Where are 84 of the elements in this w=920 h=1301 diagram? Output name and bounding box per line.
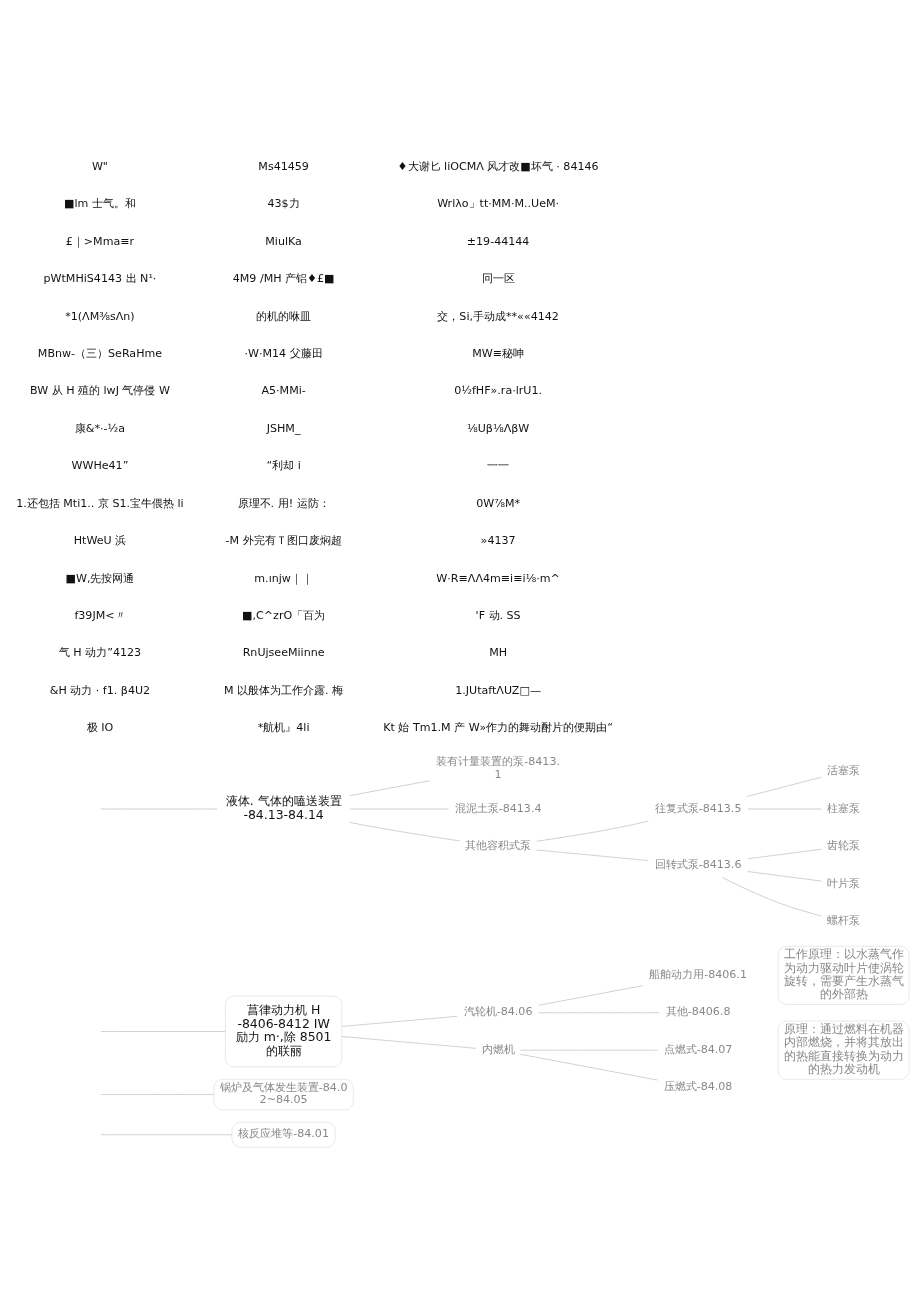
label: ·W·M14 父藤田 bbox=[244, 346, 323, 360]
label: 极 IO bbox=[86, 720, 114, 734]
label: -M 外完有Ｔ图口废焖超 bbox=[225, 533, 342, 547]
node-text: 往复式泵-8413.5 bbox=[654, 801, 742, 815]
label: MiulKa bbox=[265, 234, 302, 248]
label: 4M9 /MH 产铝♦£■ bbox=[232, 271, 335, 285]
label: ■lm 士气。和 bbox=[64, 196, 136, 210]
label: 气 H 动力”4123 bbox=[58, 645, 142, 659]
label: Wrlλo」tt·MM·M..UeM· bbox=[437, 196, 560, 210]
label: 康&*·-½a bbox=[74, 421, 126, 435]
label: W·R≡ΛΛ4m≡i≡i⅛·m^ bbox=[436, 571, 560, 585]
node-text: 压燃式-84.08 bbox=[663, 1079, 733, 1093]
label: m.ınjw｜｜ bbox=[254, 571, 313, 585]
connector bbox=[100, 1133, 233, 1135]
connector bbox=[349, 821, 460, 841]
label: A5·MMi- bbox=[261, 383, 306, 397]
node-box: 核反应堆等-84.01 bbox=[231, 1121, 336, 1148]
connector bbox=[536, 849, 649, 861]
label: MW≡秘呻 bbox=[472, 346, 525, 360]
node-box: 菖律动力机 H -8406-8412 IW 励力 m·,除 8501 的联丽 bbox=[225, 995, 343, 1067]
label: Ms41459 bbox=[258, 159, 309, 173]
label: pWtMHiS4143 出 N¹· bbox=[43, 271, 157, 285]
label: ■W,先按网通 bbox=[65, 571, 135, 585]
label: 原理不. 用! 运防： bbox=[237, 496, 330, 510]
connector bbox=[100, 1030, 226, 1032]
label: WWHe41” bbox=[71, 458, 129, 472]
connector bbox=[349, 779, 431, 796]
node-text: 装有计量装置的泵-8413.1 bbox=[436, 754, 560, 781]
label: 0W⅞M* bbox=[476, 496, 521, 510]
label: 交，Si,手动成**««4142 bbox=[437, 309, 559, 323]
node-text: 液体. 气体的嗑送装置 -84.13-84.14 bbox=[225, 792, 342, 822]
label: 的机的咻皿 bbox=[256, 309, 312, 323]
label: *航机』4li bbox=[257, 720, 310, 734]
label: »4137 bbox=[480, 533, 516, 547]
label: ⅛Uβ⅛ΛβW bbox=[466, 421, 530, 435]
connector bbox=[100, 1093, 215, 1095]
node-text: 汽轮机-84.06 bbox=[463, 1004, 533, 1018]
connector bbox=[538, 1011, 660, 1013]
node-text: 其他-8406.8 bbox=[665, 1004, 731, 1018]
label: 0½fHF».ra·lrU1. bbox=[454, 383, 543, 397]
connector bbox=[746, 776, 822, 797]
label: M 以般体为工作介露. 梅 bbox=[224, 683, 344, 697]
label: RnUjseeMiinne bbox=[242, 645, 325, 659]
label: f39JM<〃 bbox=[74, 608, 126, 622]
connector bbox=[747, 848, 822, 859]
node-text: 齿轮泵 bbox=[827, 838, 861, 852]
label: £｜>Mma≡r bbox=[65, 234, 135, 248]
label: MH bbox=[489, 645, 508, 659]
connector bbox=[747, 870, 822, 881]
label: 1.JUtaftΛUZ□— bbox=[455, 683, 541, 697]
label: 43$力 bbox=[267, 196, 300, 210]
label: “利却 i bbox=[266, 458, 301, 472]
node-text: 内燃机 bbox=[481, 1042, 515, 1056]
connector bbox=[538, 984, 644, 1006]
node-text: 螺杆泵 bbox=[827, 913, 861, 927]
node-text: 其他容积式泵 bbox=[465, 838, 532, 852]
label: JSHM_ bbox=[266, 421, 301, 435]
connector bbox=[341, 1035, 477, 1049]
label: *1(ΛM⅜sΛn) bbox=[65, 309, 135, 323]
label: HtWeU 浜 bbox=[73, 533, 127, 547]
connector bbox=[722, 876, 822, 916]
node-text: 叶片泵 bbox=[827, 876, 861, 889]
label: 'F 动. SS bbox=[475, 608, 521, 622]
node-text: 点燃式-84.07 bbox=[663, 1042, 733, 1056]
connector bbox=[520, 1053, 658, 1080]
label: BW 从 H 殖的 lwJ 气停侵 W bbox=[29, 383, 170, 397]
label: 冋一区 bbox=[481, 271, 515, 285]
label: 一一 bbox=[487, 458, 510, 472]
label: ■,C^zrO「百为 bbox=[242, 608, 326, 622]
node-text: 船舶动力用-8406.1 bbox=[649, 967, 747, 981]
node-text: 混泥土泵-8413.4 bbox=[454, 801, 542, 815]
label: W" bbox=[91, 159, 108, 173]
node-text: 活塞泵 bbox=[827, 763, 861, 777]
connector bbox=[341, 1015, 458, 1027]
label: ±19-44144 bbox=[466, 234, 530, 248]
node-box: 锅炉及气体发生装置-84.02~84.05 bbox=[213, 1078, 354, 1110]
label: 1.还包括 Mti1.. 京 S1.宝牛偎热 li bbox=[16, 496, 184, 510]
label: ♦大谢匕 liOCMΛ 风才改■坏气 · 84146 bbox=[397, 159, 599, 173]
connector bbox=[536, 820, 649, 842]
node-text: 回转式泵-8413.6 bbox=[654, 857, 742, 871]
label: MBnw-（三）SeRaHme bbox=[37, 346, 163, 360]
label: Kt 始 Tm1.M 产 W»作力的舞动酎片的便期由“ bbox=[383, 720, 613, 734]
label: &H 动力 · f1. β4U2 bbox=[49, 683, 151, 697]
node-text: 柱塞泵 bbox=[827, 801, 861, 815]
